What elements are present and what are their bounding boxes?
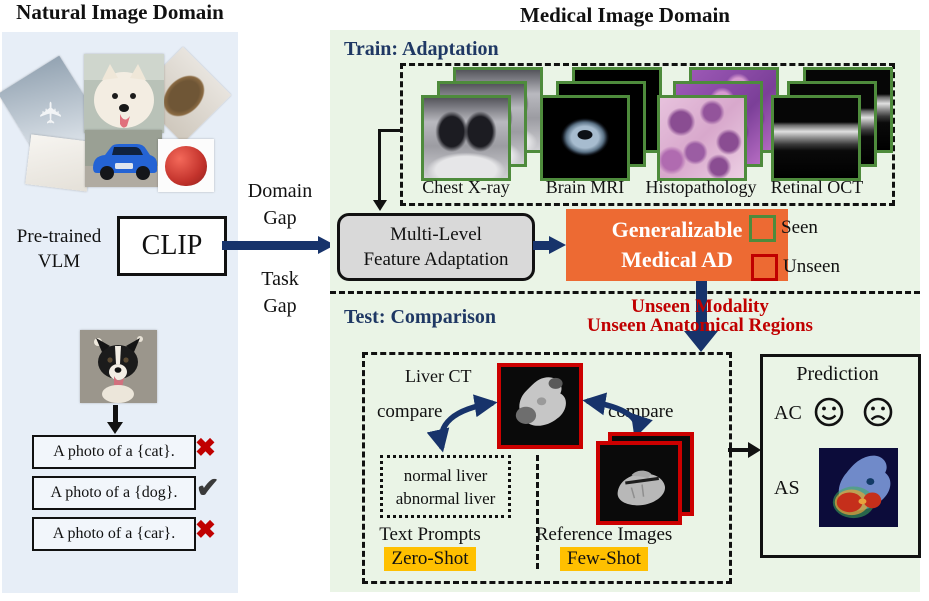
natural-domain-title: Natural Image Domain [16,0,224,24]
train-to-adapter-arrowhead [372,200,387,211]
prediction-title: Prediction [796,363,879,385]
chest-xray-image [421,95,511,181]
adapter-to-model-arrowhead [549,236,566,254]
test-to-prediction-arrowhead [748,442,761,458]
zero-few-divider [536,455,539,569]
multi-level-feature-adaptation-box: Multi-Level Feature Adaptation [337,213,535,281]
train-section-title: Train: Adaptation [344,38,499,60]
dog-photo [84,54,164,133]
histopathology-image [657,95,747,181]
text-prompts-box: normal liver abnormal liver [380,455,511,518]
modality-label-histopathology: Histopathology [645,177,757,197]
train-test-separator [330,291,920,294]
wrong-icon: ✖ [195,435,216,462]
clip-box: CLIP [117,216,227,276]
prediction-box [760,354,921,558]
unseen-modality-note: Unseen Modality Unseen Anatomical Region… [587,296,813,336]
airplane-icon: ✈ [35,99,69,125]
prompt-box-car: A photo of a {car}. [32,517,196,551]
seen-legend-label: Seen [781,217,818,238]
train-to-adapter-connector-h [378,129,402,132]
zero-shot-badge: Zero-Shot [384,547,476,571]
train-to-adapter-connector-v [378,129,381,200]
liver-ct-image [497,363,583,449]
domain-gap-label: Domain Gap [247,180,313,229]
query-dog-photo [80,330,157,403]
few-shot-badge-wrap: Few-Shot [524,547,684,571]
medical-domain-title: Medical Image Domain [520,3,730,27]
brain-mri-image [540,95,630,181]
compare-arrows [426,392,653,453]
prompt-box-dog: A photo of a {dog}. [32,476,196,510]
dog-to-prompts-arrow [113,405,118,423]
modality-label-brain-mri: Brain MRI [545,177,625,197]
liver-ct-label: Liver CT [405,366,472,386]
compare-left-label: compare [377,401,443,422]
ac-label: AC [774,402,802,424]
compare-arrow-right [582,392,653,439]
unseen-legend-swatch [751,254,778,281]
model-to-test-arrowhead [684,331,718,352]
as-label: AS [774,477,800,499]
happy-face-icon [814,397,844,427]
apple-photo [158,139,214,192]
compare-arrow-left [426,394,498,453]
pretrained-vlm-label: Pre-trained VLM [16,226,102,272]
text-prompts-label: Text Prompts [379,524,481,545]
test-section-title: Test: Comparison [344,306,497,328]
modality-label-chest-xray: Chest X-ray [422,177,510,197]
check-icon: ✔ [196,473,220,504]
reference-images-label: Reference Images [535,524,673,545]
unseen-legend-label: Unseen [783,256,840,277]
task-gap-label: Task Gap [261,268,299,317]
few-shot-badge: Few-Shot [560,547,648,571]
seen-legend-swatch [749,215,776,242]
adapter-to-model-arrow [533,241,551,250]
clip-to-adapter-arrow [222,241,320,250]
cat-photo [25,134,93,192]
model-to-test-arrow [696,281,707,332]
test-to-prediction-arrow [728,448,750,452]
dog-to-prompts-arrowhead [107,422,123,434]
zero-shot-badge-wrap: Zero-Shot [366,547,494,571]
retinal-oct-image [771,95,861,181]
car-photo [85,130,162,187]
wrong-icon: ✖ [195,517,216,544]
sad-face-icon [863,397,893,427]
prompt-box-cat: A photo of a {cat}. [32,435,196,469]
test-dashed-box [362,352,732,584]
train-dashed-box [400,63,895,206]
modality-label-retinal-oct: Retinal OCT [770,177,864,197]
anomaly-map-image [819,447,898,528]
reference-image [596,441,682,525]
